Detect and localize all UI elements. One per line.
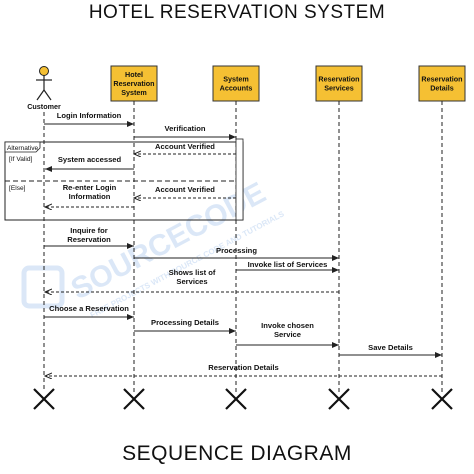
destroy-x-icon <box>225 388 247 410</box>
lifeline-label-details: Details <box>430 84 454 93</box>
actor-label: Customer <box>27 102 61 111</box>
message-label-15: Reservation Details <box>208 363 278 372</box>
lifeline-label-details: Reservation <box>421 75 462 84</box>
actor-head <box>39 66 49 76</box>
alt-guard: [Else] <box>9 185 26 192</box>
lifeline-label-services: Reservation <box>318 75 359 84</box>
message-label-12: Processing Details <box>151 318 219 327</box>
message-label-10: Shows list of <box>169 268 216 277</box>
lifeline-label-accounts: Accounts <box>220 84 253 93</box>
message-label-3: Account Verified <box>155 142 215 151</box>
message-label-7: Inquire for <box>70 226 108 235</box>
lifeline-label-hotel: Hotel <box>125 70 143 79</box>
diagram-footer: SEQUENCE DIAGRAM <box>122 442 352 465</box>
message-label-6: Re-enter Login <box>63 183 117 192</box>
lifeline-label-hotel: System <box>121 88 147 97</box>
actor-leg-right <box>43 89 52 101</box>
message-label-9: Invoke list of Services <box>248 260 328 269</box>
watermark-logo-icon <box>21 265 65 309</box>
destroy-x-icon <box>431 388 453 410</box>
lifeline-label-hotel: Reservation <box>113 79 154 88</box>
destroy-x-icon <box>123 388 145 410</box>
message-label-2: Verification <box>165 124 206 133</box>
stick-figure-icon <box>36 66 52 101</box>
message-label-8: Processing <box>216 246 257 255</box>
lifeline-label-services: Services <box>324 84 354 93</box>
message-label-6: Information <box>69 192 111 201</box>
alt-guard: [If Valid] <box>9 156 33 163</box>
destroy-x-icon <box>33 388 55 410</box>
message-label-13: Invoke chosen <box>261 321 314 330</box>
alt-fragment-tag <box>4 141 41 153</box>
message-label-13: Service <box>274 330 301 339</box>
alt-fragment-tag-label: Alternative <box>7 145 38 152</box>
diagram-title: HOTEL RESERVATION SYSTEM <box>88 2 386 23</box>
lifeline-label-accounts: System <box>223 75 249 84</box>
message-label-4: System accessed <box>58 155 122 164</box>
message-label-7: Reservation <box>67 235 111 244</box>
message-label-5: Account Verified <box>155 185 215 194</box>
message-label-14: Save Details <box>368 343 413 352</box>
actor-leg-left <box>36 89 45 101</box>
message-label-1: Login Information <box>57 111 122 120</box>
message-label-11: Choose a Reservation <box>49 304 129 313</box>
lifeline-box-hotel <box>110 65 158 102</box>
destroy-x-icon <box>328 388 350 410</box>
message-label-10: Services <box>176 277 207 286</box>
activation-bar <box>235 138 244 221</box>
